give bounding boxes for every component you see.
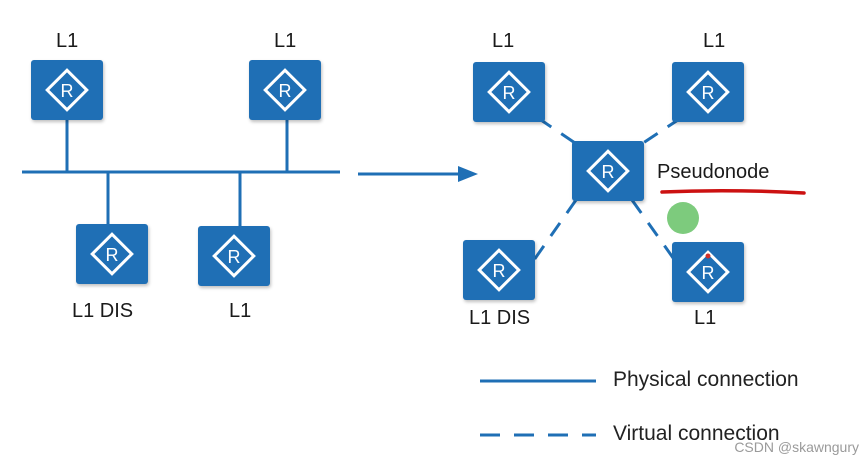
router-label-right-bottom-l1: L1 — [694, 307, 717, 329]
router-left-top-left: R — [31, 60, 103, 120]
router-right-top-right: R — [672, 62, 744, 122]
router-right-top-left: R — [473, 62, 545, 122]
router-label-right-dis: L1 DIS — [469, 307, 531, 329]
router-label-left-top-left: L1 — [56, 30, 79, 52]
router-icon: R — [477, 248, 521, 292]
router-icon: R — [586, 149, 630, 193]
router-icon: R — [686, 250, 730, 294]
router-letter: R — [106, 245, 119, 265]
router-letter: R — [61, 81, 74, 101]
pseudonode-label: Pseudonode — [657, 161, 770, 183]
cursor-pointer-dot — [667, 202, 699, 234]
router-icon: R — [487, 70, 531, 114]
transition-arrow-head — [458, 166, 478, 182]
router-left-dis: R — [76, 224, 148, 284]
legend-virtual-text: Virtual connection — [613, 422, 780, 445]
router-left-bottom-l1: R — [198, 226, 270, 286]
router-icon: R — [90, 232, 134, 276]
router-icon: R — [686, 70, 730, 114]
router-letter: R — [602, 162, 615, 182]
router-label-left-bottom-l1: L1 — [229, 300, 252, 322]
virtual-link-bottom-left — [532, 199, 578, 261]
virtual-link-top-right — [639, 116, 682, 147]
legend-physical-text: Physical connection — [613, 368, 799, 391]
router-label-right-top-left: L1 — [492, 30, 515, 52]
router-letter: R — [228, 247, 241, 267]
router-right-bottom-l1: R — [672, 242, 744, 302]
router-letter: R — [493, 261, 506, 281]
router-label-left-dis: L1 DIS — [72, 300, 134, 322]
pseudonode-router: R — [572, 141, 644, 201]
pseudonode-underline — [660, 188, 806, 195]
router-letter: R — [279, 81, 292, 101]
router-label-left-top-right: L1 — [274, 30, 297, 52]
router-right-dis: R — [463, 240, 535, 300]
virtual-link-bottom-right — [630, 199, 678, 263]
watermark: CSDN @skawngury — [734, 439, 859, 455]
router-letter: R — [702, 263, 715, 283]
router-left-top-right: R — [249, 60, 321, 120]
router-label-right-top-right: L1 — [703, 30, 726, 52]
router-icon: R — [45, 68, 89, 112]
router-letter: R — [503, 83, 516, 103]
router-icon: R — [212, 234, 256, 278]
router-letter: R — [702, 83, 715, 103]
virtual-link-top-left — [537, 116, 579, 147]
router-icon: R — [263, 68, 307, 112]
